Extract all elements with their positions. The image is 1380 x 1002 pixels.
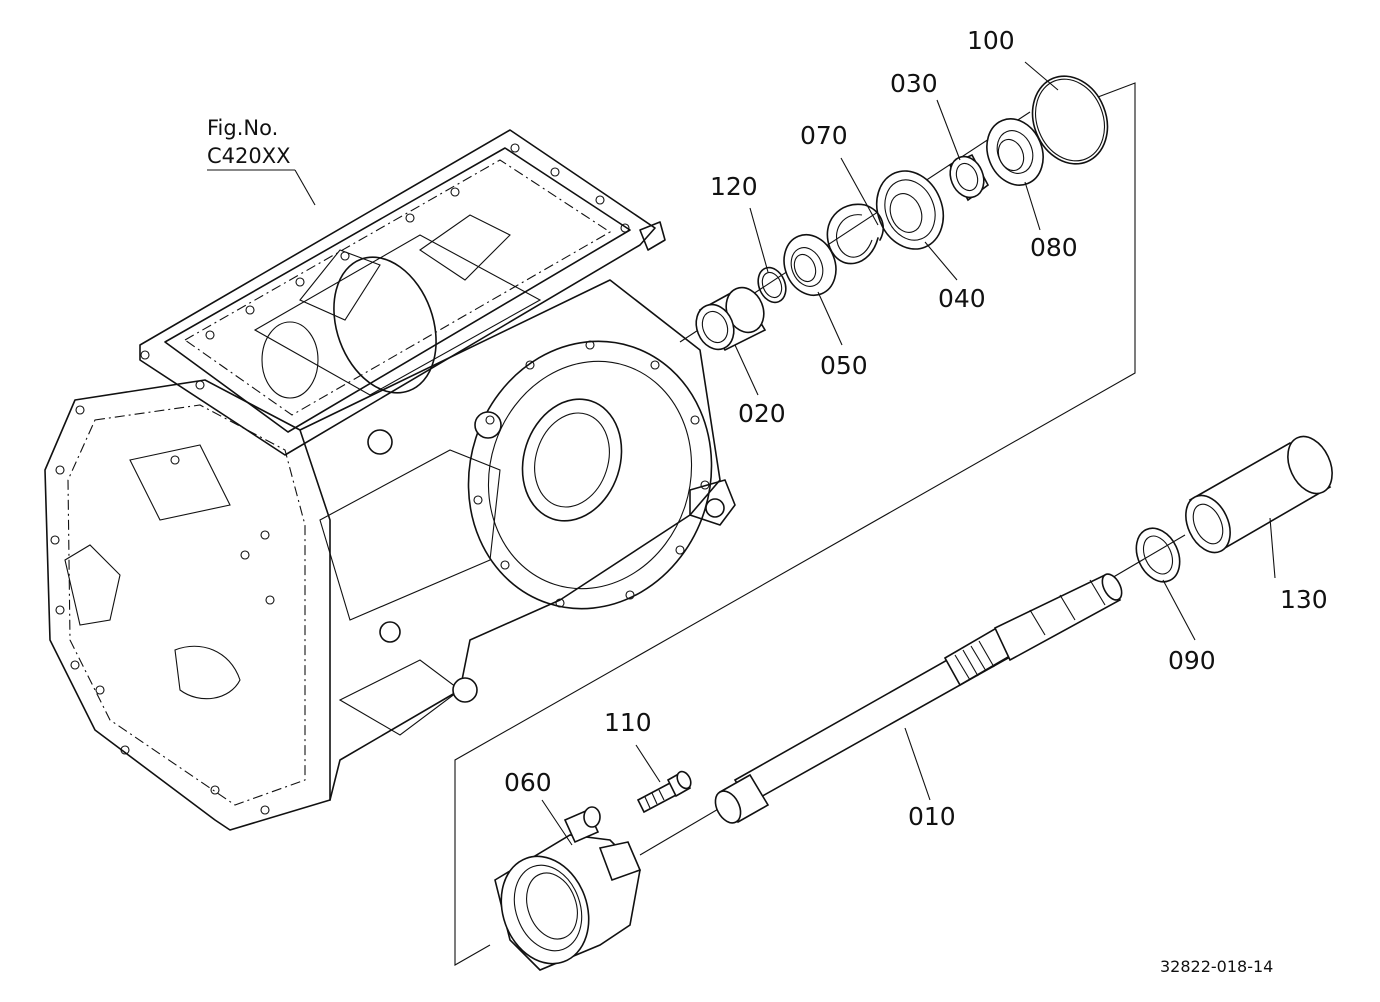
- label-090: 090: [1168, 646, 1216, 675]
- part-010-pto-shaft: [714, 573, 1123, 824]
- label-040: 040: [938, 284, 986, 313]
- part-040-ball-bearing: [875, 170, 945, 250]
- part-090-seal-washer: [1135, 527, 1181, 583]
- part-050-oil-seal: [783, 233, 837, 297]
- label-060: 060: [504, 768, 552, 797]
- figure-ref-line1: Fig.No.: [207, 116, 278, 140]
- part-130-sleeve: [1185, 435, 1333, 554]
- part-100-o-ring: [1031, 75, 1109, 165]
- part-020-needle-bearing: [695, 286, 767, 352]
- part-labels: 100 030 070 120 080 040 050 020 130 090 …: [504, 26, 1328, 831]
- label-110: 110: [604, 708, 652, 737]
- drawing-number: 32822-018-14: [1160, 957, 1273, 976]
- figure-reference: Fig.No. C420XX: [207, 116, 291, 168]
- transmission-housing: [44, 129, 736, 831]
- callout-leaders: [207, 61, 1276, 846]
- label-080: 080: [1030, 233, 1078, 262]
- part-060-pto-housing: [494, 806, 642, 971]
- part-030-collar: [948, 153, 990, 202]
- label-070: 070: [800, 121, 848, 150]
- part-110-bolt: [636, 770, 692, 814]
- label-130: 130: [1280, 585, 1328, 614]
- assembly-center-lines: [454, 82, 1186, 966]
- part-080-bearing: [986, 118, 1044, 186]
- label-030: 030: [890, 69, 938, 98]
- label-100: 100: [967, 26, 1015, 55]
- figure-ref-line2: C420XX: [207, 144, 291, 168]
- label-050: 050: [820, 351, 868, 380]
- label-120: 120: [710, 172, 758, 201]
- label-010: 010: [908, 802, 956, 831]
- part-120-circlip: [757, 266, 787, 304]
- label-020: 020: [738, 399, 786, 428]
- part-070-snap-ring: [826, 203, 884, 265]
